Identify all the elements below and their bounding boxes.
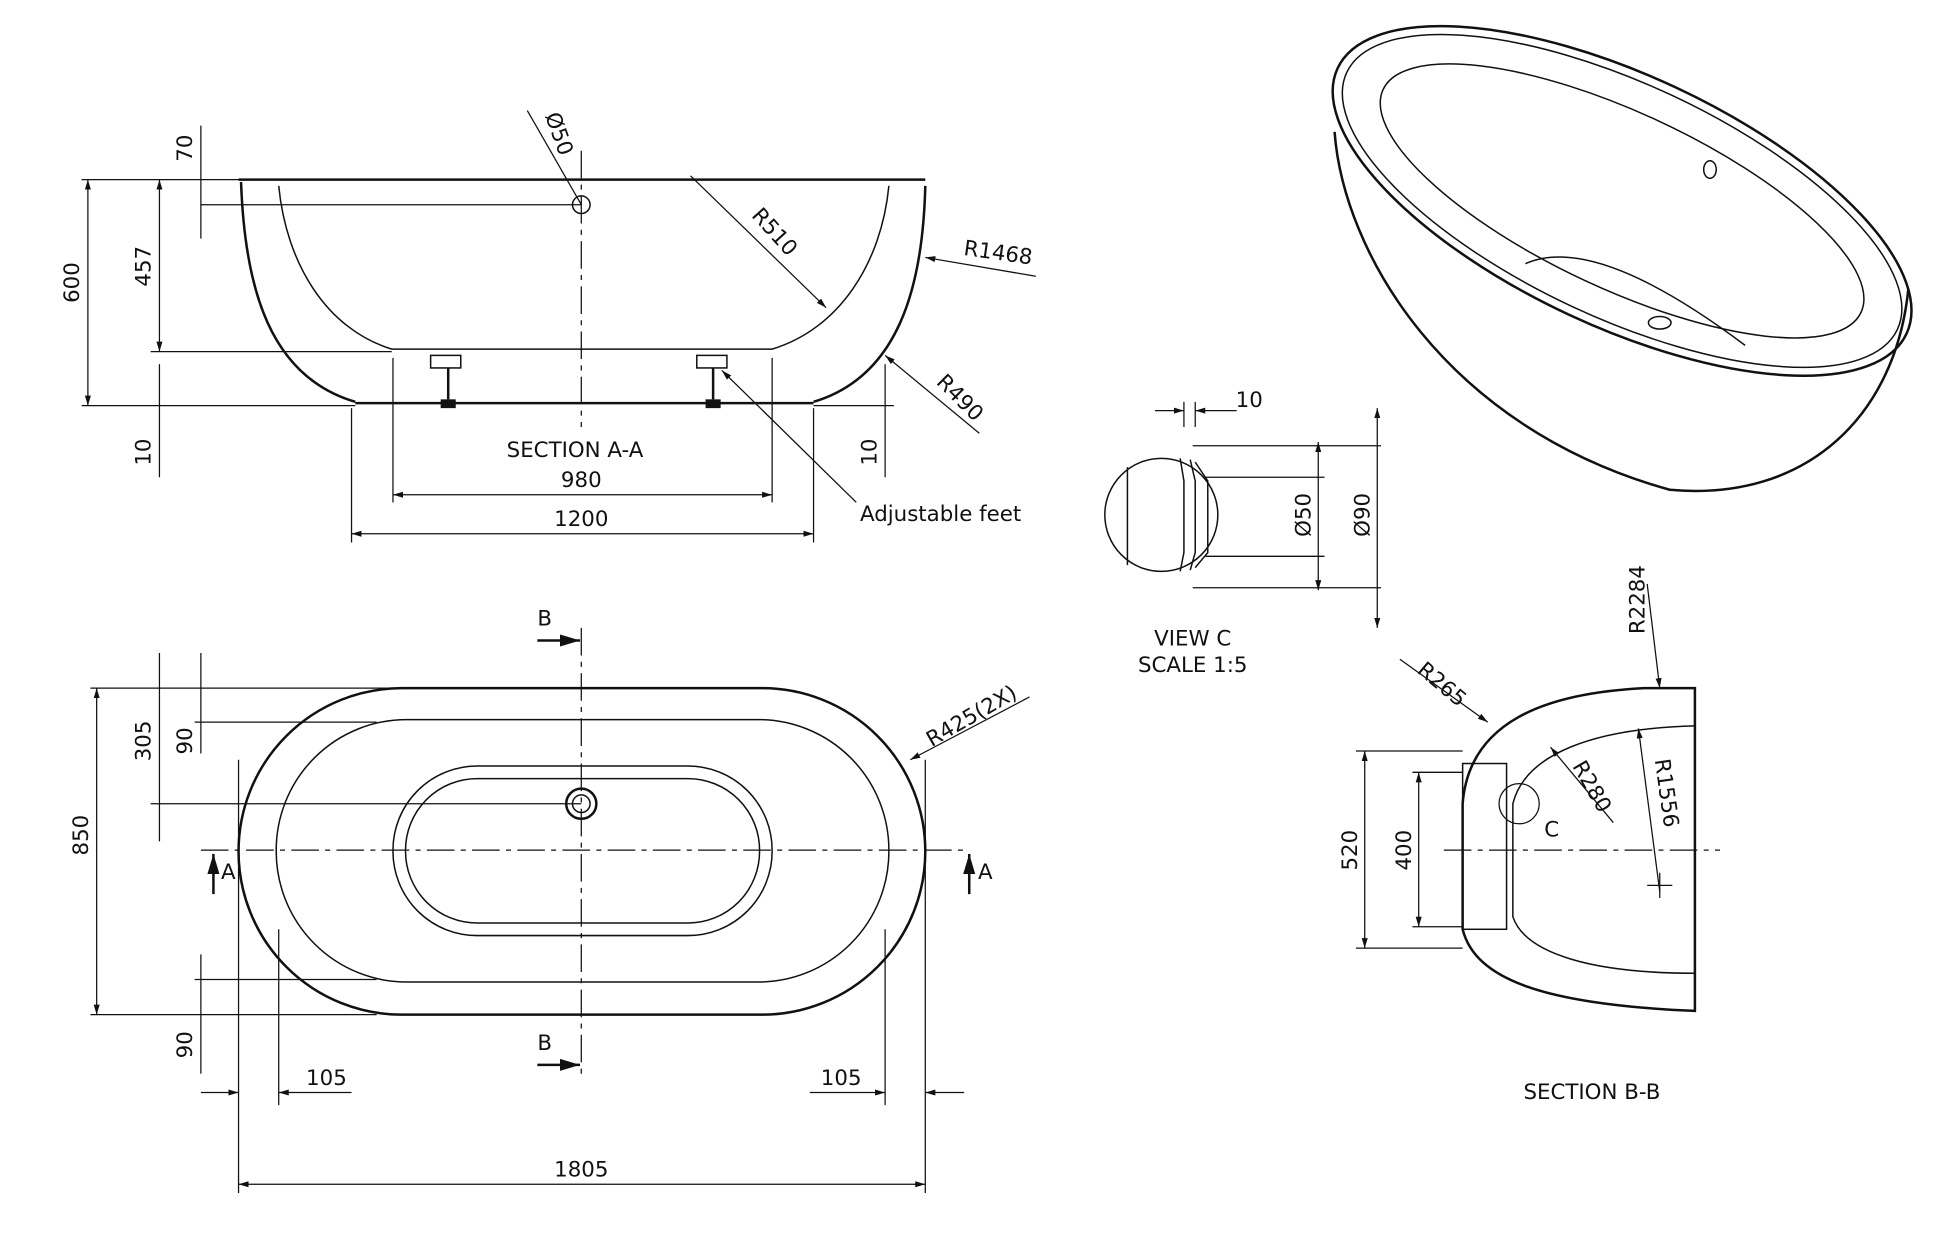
dim-850: 850 [69,815,94,856]
dim-10-right: 10 [857,439,882,466]
section-b-label-bottom: B [537,1031,552,1056]
dim-diameter-50: Ø50 [1292,493,1317,537]
view-c-detail: 10 Ø50 Ø90 VIEW C SCALE 1:5 [1104,388,1382,678]
dim-10-thickness: 10 [1236,388,1263,413]
section-bb-title: SECTION B-B [1523,1080,1660,1105]
radius-r425: R425(2X) [922,681,1021,753]
section-b-label-top: B [537,606,552,631]
feet-frame [1461,762,1508,931]
dim-520: 520 [1338,830,1363,871]
radius-r490: R490 [931,370,988,427]
dim-600: 600 [60,262,85,303]
detail-c-marker [1498,782,1540,825]
section-a-label-right: A [978,860,993,885]
dim-105-left: 105 [306,1066,347,1091]
dim-70: 70 [173,135,198,162]
adjustable-foot-left [429,354,462,409]
drain-3d [1647,315,1672,330]
dim-457: 457 [132,246,157,287]
section-a-label-left: A [221,860,236,885]
radius-r510: R510 [746,203,802,261]
detail-c-label: C [1544,817,1559,842]
overflow-hole-3d [1702,159,1717,180]
adjustable-foot-right [696,354,728,409]
dim-90-bottom: 90 [173,1031,198,1058]
dim-105-right: 105 [821,1066,862,1091]
outer-shell-right [813,185,927,404]
dim-980: 980 [561,468,602,493]
plan-view: A A B B 850 305 90 90 105 105 1805 R425(… [69,606,1030,1194]
radius-r2284: R2284 [1626,565,1651,634]
overflow-diameter: Ø50 [539,109,578,159]
radius-r1556: R1556 [1649,757,1683,829]
dim-1805: 1805 [554,1158,608,1183]
perspective-view [1331,24,1913,493]
dim-400: 400 [1392,830,1417,871]
section-bb-view: 520 400 R2284 R265 R280 R1556 C SECTION … [1338,565,1721,1105]
inner-basin [277,185,890,350]
dim-10-left: 10 [132,439,157,466]
radius-r280: R280 [1567,757,1616,818]
view-c-scale: SCALE 1:5 [1138,653,1247,678]
dim-305: 305 [132,721,157,762]
section-aa-title: SECTION A-A [507,438,644,463]
view-c-title: VIEW C [1154,626,1231,651]
outer-shell-left [239,182,356,404]
dim-diameter-90: Ø90 [1351,493,1376,537]
section-aa-view: 600 457 70 10 10 SECTION A-A 980 1200 R5… [60,109,1036,543]
dim-1200: 1200 [554,507,608,532]
dim-90-top: 90 [173,727,198,754]
adjustable-feet-label: Adjustable feet [860,502,1021,527]
